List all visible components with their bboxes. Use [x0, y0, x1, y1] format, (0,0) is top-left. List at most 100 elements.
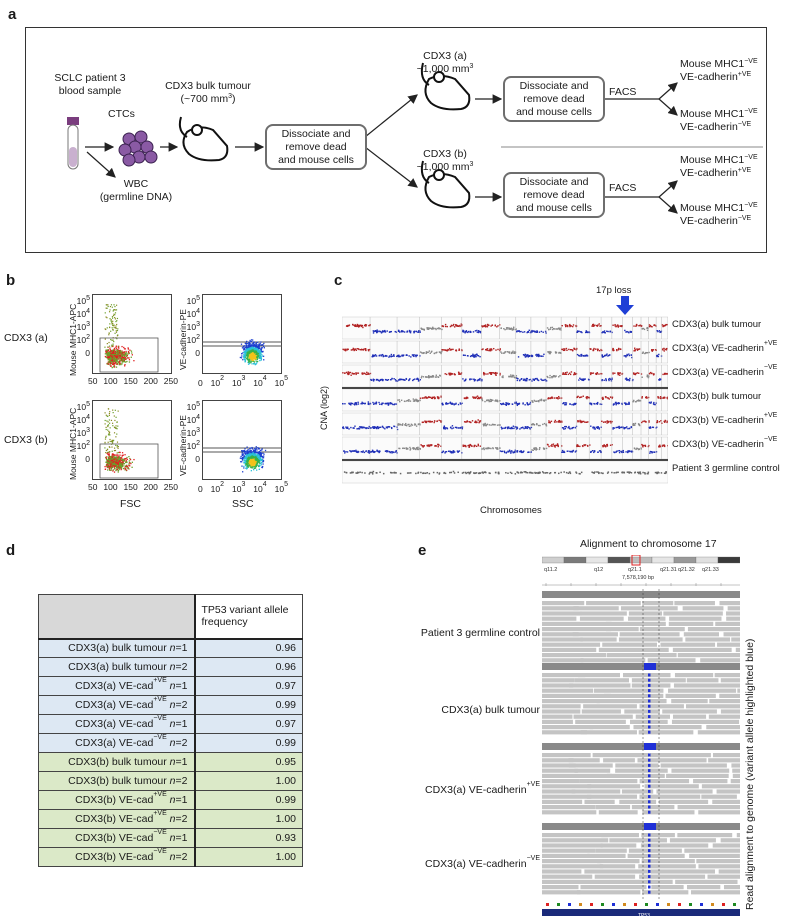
sample-cell: CDX3(b) VE-cad−VE n=2: [38, 847, 196, 867]
sample-cell: CDX3(a) VE-cad+VE n=1: [38, 676, 196, 696]
alignment-title: Alignment to chromosome 17: [580, 538, 717, 550]
row-label-cdx3b: CDX3 (b): [4, 434, 48, 446]
facs-label: FACS: [609, 86, 637, 98]
sample-cell: CDX3(b) bulk tumour n=1: [38, 752, 196, 772]
sample-cell: CDX3(a) bulk tumour n=2: [38, 657, 196, 677]
vaf-value: 1.00: [194, 809, 303, 829]
gene-label: TP53: [638, 913, 650, 918]
facs-plot-ssc: [202, 294, 282, 374]
vaf-value: 0.99: [194, 790, 303, 810]
vaf-value: 0.97: [194, 676, 303, 696]
facs-plot-fsc: [92, 400, 172, 480]
x-tick-labels: 0 102 103 104 105: [198, 481, 288, 494]
vaf-value: 0.96: [194, 638, 303, 658]
vaf-value: 1.00: [194, 771, 303, 791]
cna-x-label: Chromosomes: [480, 505, 542, 516]
blood-tube-icon: [67, 117, 79, 170]
x-tick-labels: 0 102 103 104 105: [198, 375, 288, 388]
sample-cell: CDX3(b) VE-cad+VE n=1: [38, 790, 196, 810]
cna-plot: [342, 316, 668, 486]
ctc-cluster-icon: [118, 130, 158, 167]
panel-a-frame: [25, 27, 767, 253]
panel-label-c: c: [334, 272, 343, 289]
igv-track-labels: Patient 3 germline control CDX3(a) bulk …: [420, 627, 540, 870]
sample-cell: CDX3(b) VE-cad+VE n=2: [38, 809, 196, 829]
panel-label-e: e: [418, 542, 427, 559]
mouse-icon: [420, 160, 471, 209]
tp53-vaf-table: TP53 variant allele frequency CDX3(a) bu…: [38, 594, 303, 867]
chromosome-band-label: q21.31: [660, 567, 677, 573]
patient-sample-label: SCLC patient 3 blood sample: [54, 72, 126, 97]
wbc-label: WBC (germline DNA): [99, 178, 173, 203]
chromosome-band-label: q12: [594, 567, 603, 573]
chromosome-band-label: q21.1: [628, 567, 642, 573]
vaf-value: 0.97: [194, 714, 303, 734]
panel-label-d: d: [6, 542, 16, 559]
sample-cell: CDX3(a) VE-cad−VE n=2: [38, 733, 196, 753]
dissociate-box: Dissociate and remove dead and mouse cel…: [265, 124, 367, 170]
mouse-icon: [178, 116, 229, 162]
17p-loss-annotation: 17p loss: [596, 285, 632, 296]
vaf-value: 1.00: [194, 847, 303, 867]
genomic-position-label: 7,578,190 bp: [622, 575, 654, 581]
mouse-icon: [420, 62, 471, 111]
vaf-value: 0.96: [194, 657, 303, 677]
cdx3a-label: CDX3 (a)~1,000 mm3: [416, 50, 474, 75]
panel-label-a: a: [8, 6, 17, 23]
facs-plot-fsc: [92, 294, 172, 374]
bulk-tumour-label: CDX3 bulk tumour (~700 mm3): [165, 80, 251, 105]
vaf-value: 0.93: [194, 828, 303, 848]
chromosome-band-label: q21.32: [678, 567, 695, 573]
table-header: TP53 variant allele frequency: [194, 594, 303, 640]
chromosome-band-label: q21.33: [702, 567, 719, 573]
vaf-value: 0.99: [194, 733, 303, 753]
cdx3b-label: CDX3 (b)~1,000 mm3: [416, 148, 474, 173]
cna-y-label: CNA (log2): [319, 385, 329, 430]
sample-cell: CDX3(b) VE-cad−VE n=1: [38, 828, 196, 848]
sample-cell: CDX3(a) VE-cad+VE n=2: [38, 695, 196, 715]
ctcs-label: CTCs: [108, 108, 135, 120]
y-tick-labels: 105 104 103 102 0: [76, 295, 90, 358]
dissociate-box: Dissociate and remove dead and mouse cel…: [503, 172, 605, 218]
sample-cell: CDX3(a) bulk tumour n=1: [38, 638, 196, 658]
facs-plot-ssc: [202, 400, 282, 480]
vaf-value: 0.95: [194, 752, 303, 772]
x-axis-label-ssc: SSC: [232, 498, 254, 510]
panel-label-b: b: [6, 272, 16, 289]
sample-cell: CDX3(b) bulk tumour n=2: [38, 771, 196, 791]
y-tick-labels: 105 104 103 102 0: [186, 295, 200, 358]
facs-label: FACS: [609, 182, 637, 194]
x-axis-label-fsc: FSC: [120, 498, 141, 510]
table-header-empty: [38, 594, 196, 640]
cna-row-labels: CDX3(a) bulk tumour CDX3(a) VE-cadherin+…: [672, 319, 780, 474]
row-label-cdx3a: CDX3 (a): [4, 332, 48, 344]
sample-cell: CDX3(a) VE-cad−VE n=1: [38, 714, 196, 734]
vaf-value: 0.99: [194, 695, 303, 715]
read-alignment-side-label: Read alignment to genome (variant allele…: [744, 638, 756, 910]
y-tick-labels: 105 104 103 102 0: [76, 401, 90, 464]
chromosome-band-label: q11.2: [544, 567, 557, 573]
down-arrow-icon: [616, 296, 634, 315]
dissociate-box: Dissociate and remove dead and mouse cel…: [503, 76, 605, 122]
y-tick-labels: 105 104 103 102 0: [186, 401, 200, 464]
panel-a-drawing: [67, 62, 763, 214]
